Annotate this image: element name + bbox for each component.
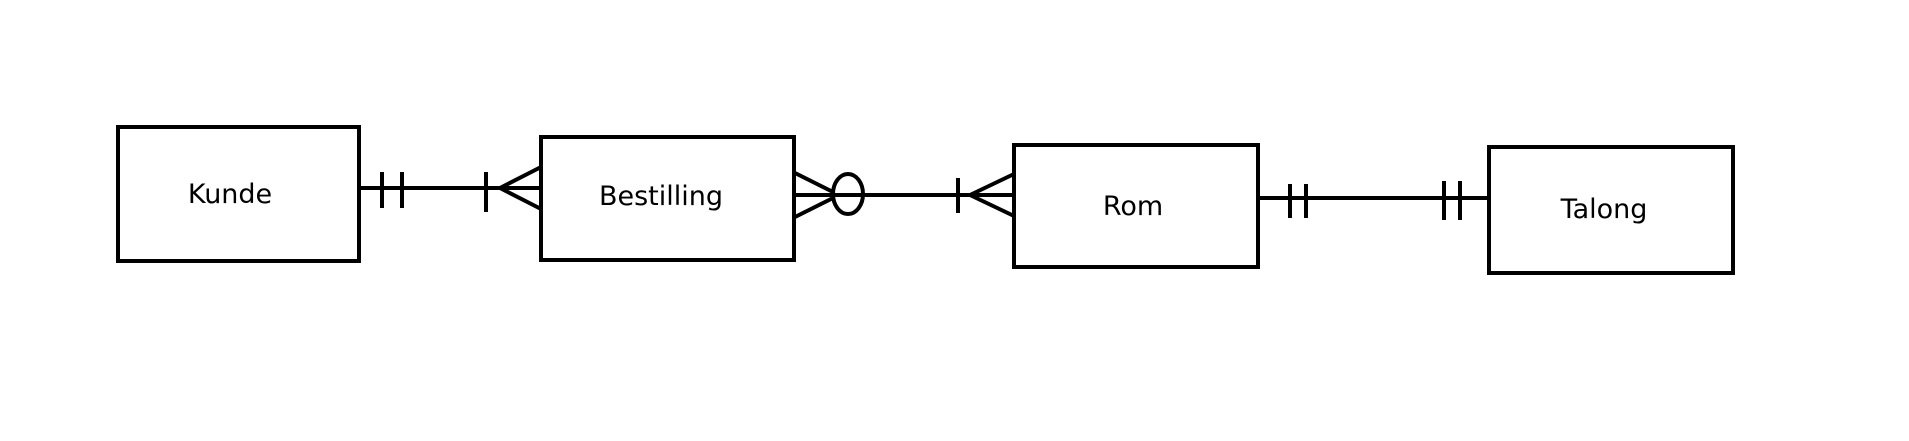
entity-box	[539, 135, 796, 262]
relationship-kunde-bestilling	[357, 164, 544, 212]
entity-label: Talong	[1560, 194, 1648, 225]
relationship-bestilling-rom	[792, 170, 1015, 220]
entity-label: Kunde	[188, 179, 272, 210]
crowfoot-upper	[499, 164, 544, 190]
entity-label: Bestilling	[599, 181, 723, 212]
crowfoot-lower	[499, 186, 544, 212]
entity-rom[interactable]: Rom	[1012, 143, 1260, 269]
crowfoot-lower	[969, 193, 1015, 218]
zero-marker	[831, 172, 865, 216]
crowfoot-lower	[792, 196, 834, 220]
entity-label: Rom	[1103, 191, 1163, 222]
entity-box	[116, 125, 361, 263]
entity-box	[1487, 145, 1735, 275]
relationship-rom-talong	[1254, 181, 1490, 220]
entity-talong[interactable]: Talong	[1487, 145, 1735, 275]
entity-bestilling[interactable]: Bestilling	[539, 135, 796, 262]
crowfoot-upper	[969, 172, 1015, 197]
entity-kunde[interactable]: Kunde	[116, 125, 361, 263]
entity-box	[1012, 143, 1260, 269]
crowfoot-upper	[792, 170, 834, 194]
